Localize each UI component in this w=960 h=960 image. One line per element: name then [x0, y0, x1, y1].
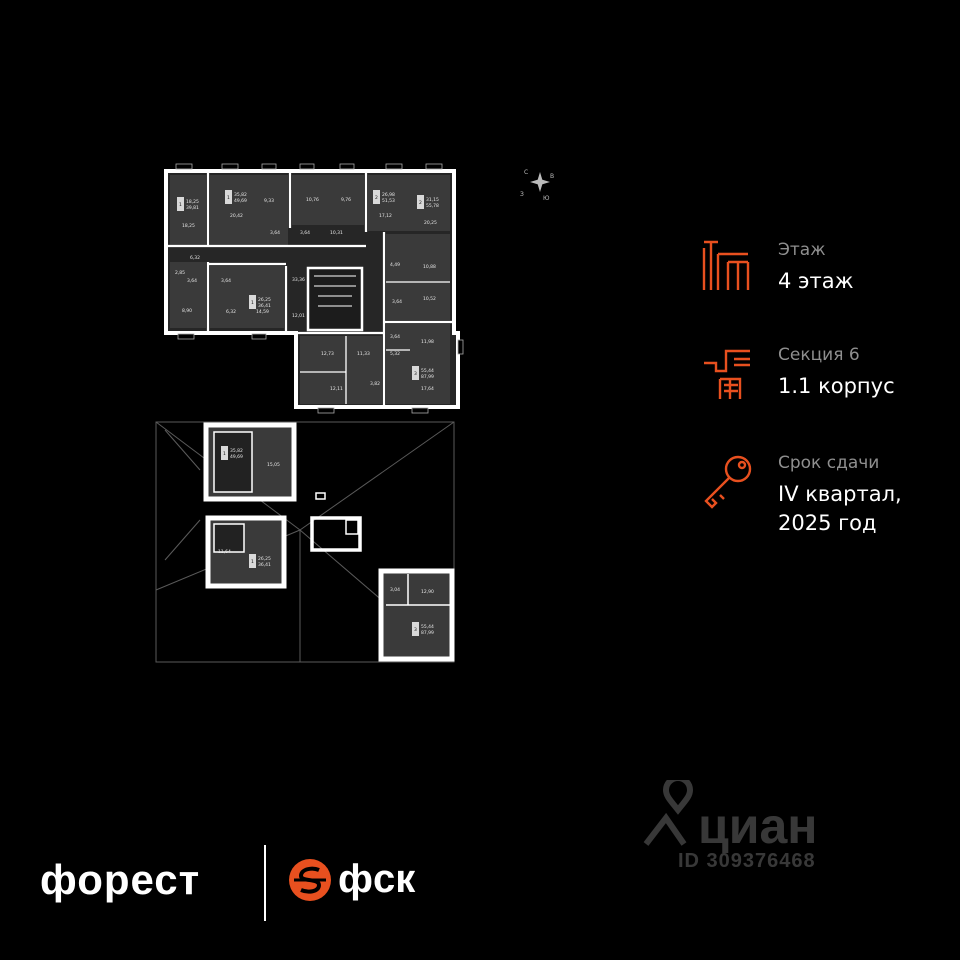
svg-text:3: 3 — [414, 627, 417, 633]
svg-text:17,64: 17,64 — [421, 386, 434, 392]
deadline-value-line2: 2025 год — [778, 511, 877, 535]
svg-text:49,69: 49,69 — [234, 198, 247, 204]
svg-text:12,73: 12,73 — [321, 351, 334, 357]
svg-text:10,31: 10,31 — [330, 230, 343, 236]
svg-text:1: 1 — [223, 451, 226, 457]
svg-text:6,32: 6,32 — [190, 255, 200, 261]
svg-text:5,32: 5,32 — [390, 351, 400, 357]
brand-divider — [264, 845, 266, 921]
watermark-brand: циан — [698, 798, 818, 854]
svg-text:36,41: 36,41 — [258, 303, 271, 309]
svg-text:20,25: 20,25 — [424, 220, 437, 226]
svg-text:51,53: 51,53 — [382, 198, 395, 204]
svg-text:10,52: 10,52 — [423, 296, 436, 302]
svg-text:З: З — [520, 191, 524, 198]
section-stairs-icon — [704, 349, 750, 399]
apartment-badges — [177, 190, 424, 636]
svg-text:35,82: 35,82 — [234, 192, 247, 198]
svg-text:3: 3 — [414, 371, 417, 377]
svg-text:8,90: 8,90 — [182, 308, 192, 314]
svg-text:12,11: 12,11 — [330, 386, 343, 392]
windows — [175, 163, 464, 414]
svg-text:36,41: 36,41 — [258, 562, 271, 568]
forest-logo-text: форест — [40, 856, 201, 903]
svg-text:3,04: 3,04 — [390, 587, 400, 593]
section-label: Секция 6 — [778, 345, 860, 365]
main-block — [166, 171, 458, 407]
section-value: 1.1 корпус — [778, 374, 895, 398]
svg-text:20,42: 20,42 — [230, 213, 243, 219]
svg-text:10,76: 10,76 — [306, 197, 319, 203]
svg-text:2: 2 — [375, 195, 378, 201]
svg-text:2: 2 — [419, 200, 422, 206]
key-icon — [704, 455, 752, 509]
svg-text:3,82: 3,82 — [370, 381, 380, 387]
deadline-info: Срок сдачи IV квартал, 2025 год — [700, 453, 950, 543]
svg-text:3,64: 3,64 — [390, 334, 400, 340]
svg-text:11,64: 11,64 — [218, 549, 231, 555]
svg-text:3,64: 3,64 — [300, 230, 310, 236]
fsk-logo-icon — [289, 859, 331, 901]
svg-text:10,88: 10,88 — [423, 264, 436, 270]
svg-text:4,49: 4,49 — [390, 262, 400, 268]
svg-text:3,64: 3,64 — [187, 278, 197, 284]
svg-text:49,69: 49,69 — [230, 454, 243, 460]
fsk-logo-text: фск — [338, 857, 416, 901]
svg-text:87,99: 87,99 — [421, 374, 434, 380]
svg-text:55,78: 55,78 — [426, 203, 439, 209]
deadline-value-line1: IV квартал, — [778, 482, 902, 506]
svg-text:11,98: 11,98 — [421, 339, 434, 345]
badge-numbers: 1 1 2 2 1 3 1 1 3 — [179, 195, 422, 633]
svg-text:33,36: 33,36 — [292, 277, 305, 283]
svg-text:14,59: 14,59 — [256, 309, 269, 315]
svg-text:35,82: 35,82 — [230, 448, 243, 454]
svg-text:3,64: 3,64 — [270, 230, 280, 236]
svg-text:3,64: 3,64 — [221, 278, 231, 284]
room-areas: 18,25 20,42 9,33 3,64 10,76 9,76 3,64 10… — [175, 197, 437, 595]
watermark-id: ID 309376468 — [678, 850, 816, 872]
svg-text:39,81: 39,81 — [186, 205, 199, 211]
svg-text:11,33: 11,33 — [357, 351, 370, 357]
svg-text:87,99: 87,99 — [421, 630, 434, 636]
svg-text:3,64: 3,64 — [392, 299, 402, 305]
svg-text:9,76: 9,76 — [341, 197, 351, 203]
section-info: Секция 6 1.1 корпус — [700, 345, 950, 405]
svg-text:26,25: 26,25 — [258, 556, 271, 562]
svg-text:18,25: 18,25 — [182, 223, 195, 229]
svg-text:Ю: Ю — [543, 195, 550, 202]
floor-info: Этаж 4 этаж — [700, 240, 950, 300]
svg-text:1: 1 — [227, 195, 230, 201]
lower-units — [203, 422, 455, 662]
svg-text:1: 1 — [179, 202, 182, 208]
svg-text:В: В — [550, 173, 554, 180]
svg-text:6,32: 6,32 — [226, 309, 236, 315]
svg-text:31,15: 31,15 — [426, 197, 439, 203]
svg-text:2,85: 2,85 — [175, 270, 185, 276]
compass: С В Ю З — [520, 169, 554, 202]
cian-pin-icon — [643, 780, 694, 846]
svg-text:12,01: 12,01 — [292, 313, 305, 319]
deadline-label: Срок сдачи — [778, 453, 880, 473]
floor-value: 4 этаж — [778, 269, 854, 293]
svg-text:1: 1 — [251, 559, 254, 565]
svg-text:17,12: 17,12 — [379, 213, 392, 219]
svg-text:15,05: 15,05 — [267, 462, 280, 468]
main-walls — [164, 169, 460, 409]
svg-text:9,33: 9,33 — [264, 198, 274, 204]
svg-text:18,25: 18,25 — [186, 199, 199, 205]
svg-text:55,44: 55,44 — [421, 368, 434, 374]
svg-text:26,98: 26,98 — [382, 192, 395, 198]
svg-text:1: 1 — [251, 300, 254, 306]
badge-areas: 18,25 39,81 35,82 49,69 26,98 51,53 31,1… — [186, 192, 439, 636]
svg-text:26,25: 26,25 — [258, 297, 271, 303]
svg-text:55,44: 55,44 — [421, 624, 434, 630]
svg-text:12,90: 12,90 — [421, 589, 434, 595]
building-floor-icon — [702, 240, 750, 290]
floor-label: Этаж — [778, 240, 826, 260]
svg-text:С: С — [524, 169, 528, 176]
